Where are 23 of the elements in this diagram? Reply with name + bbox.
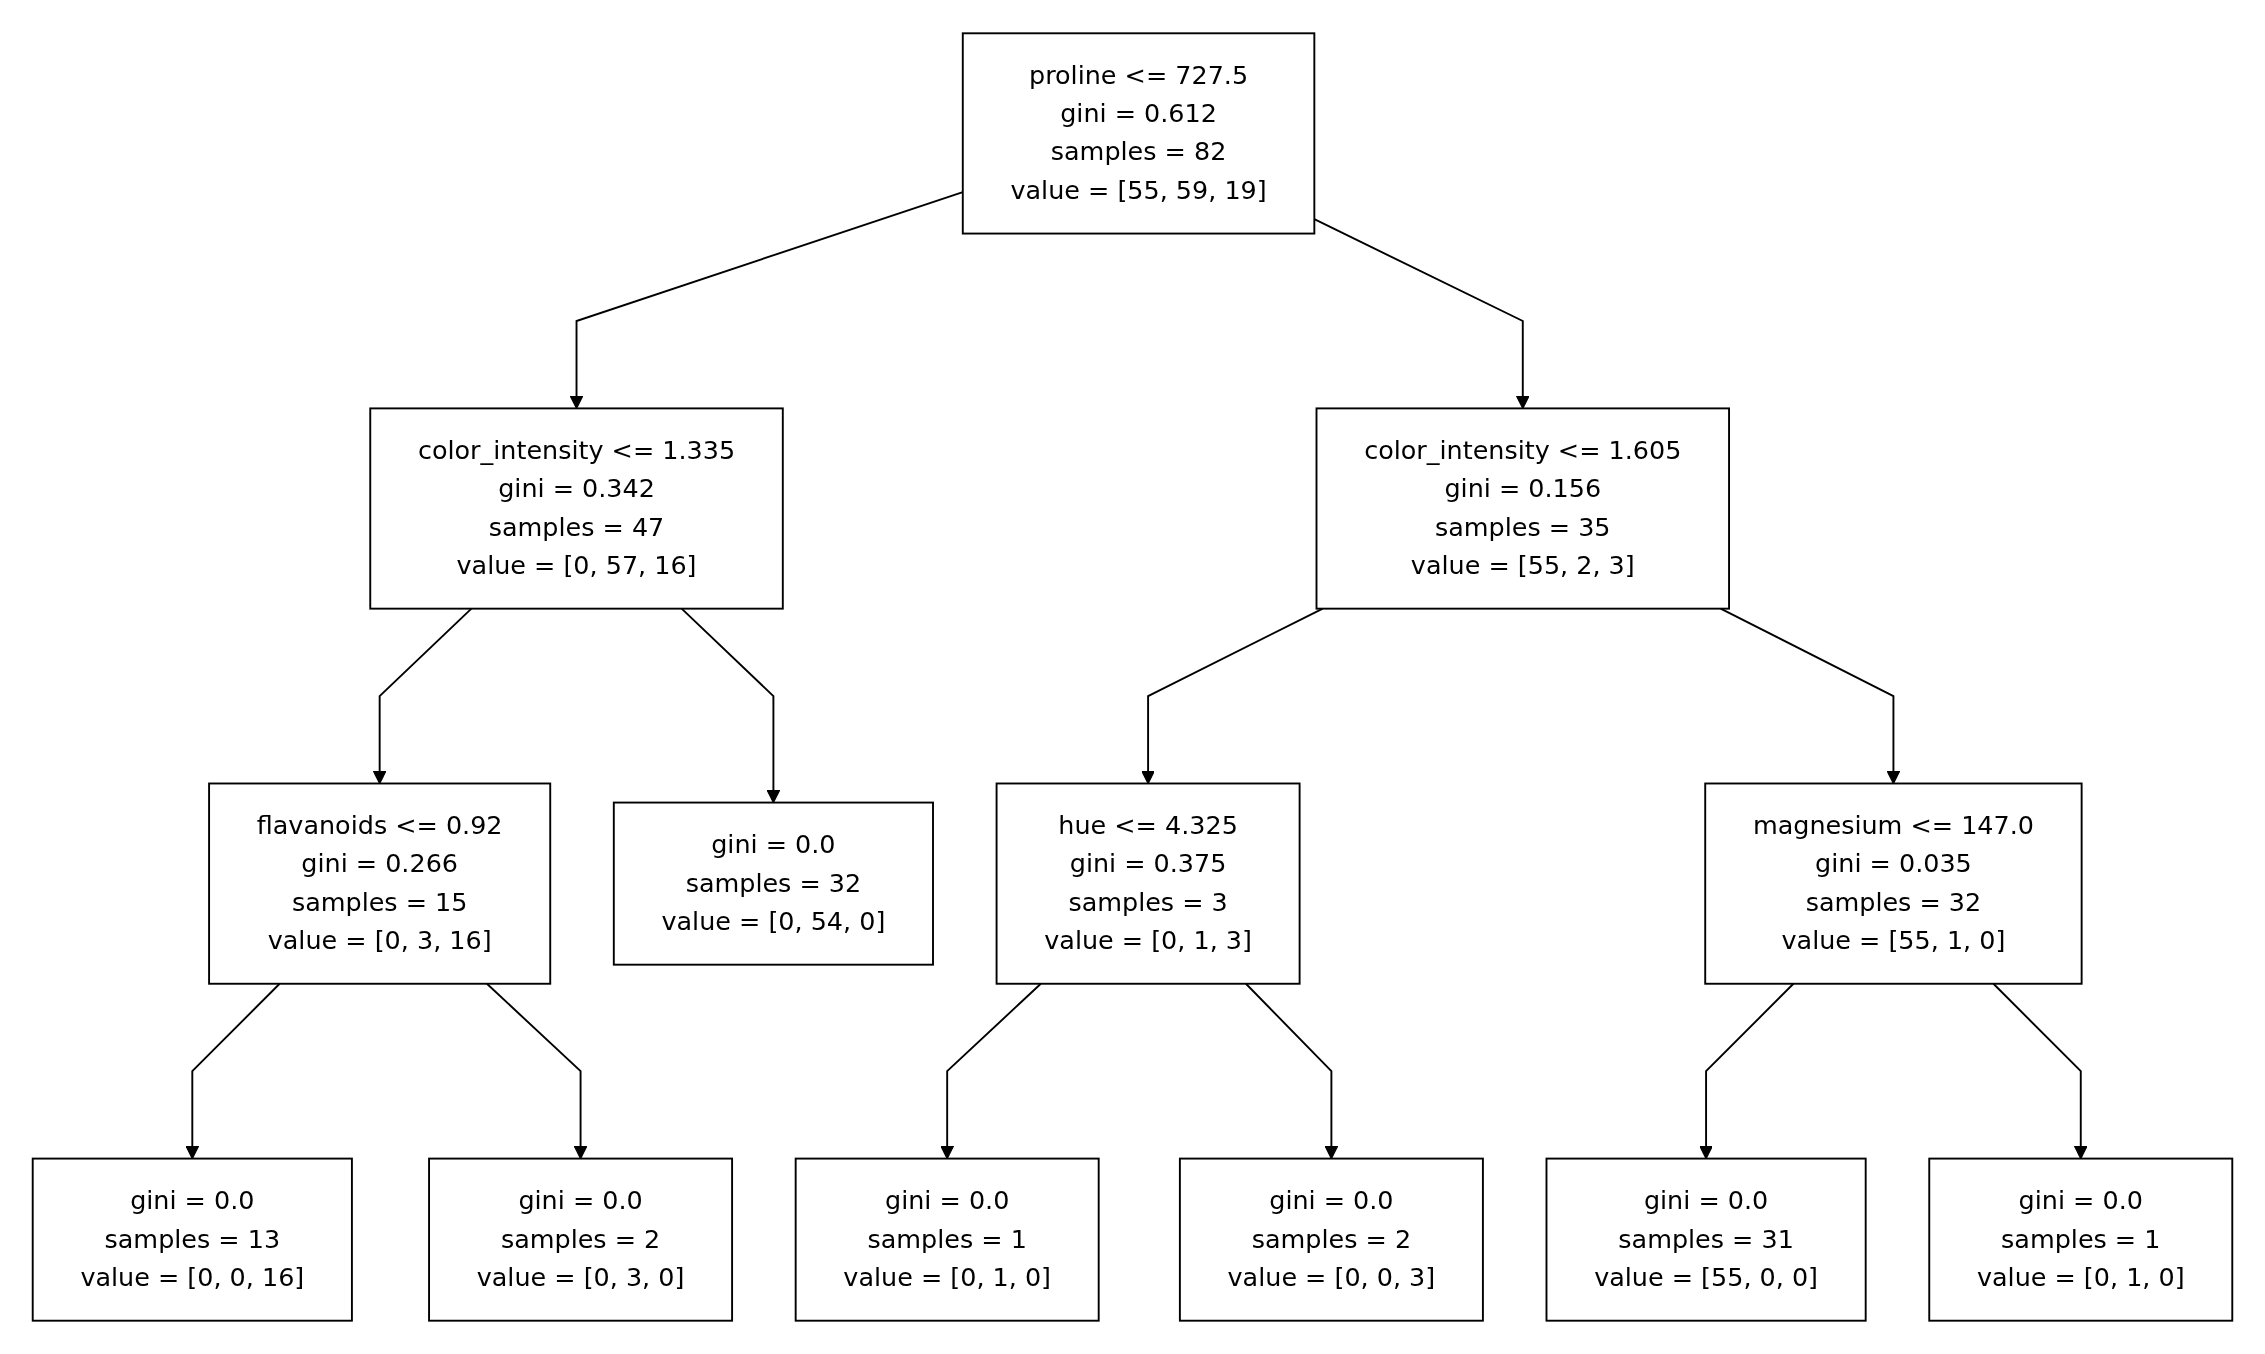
node-box: gini = 0.0 samples = 1 value = [0, 1, 0] — [1928, 1157, 2234, 1322]
node-box: hue <= 4.325 gini = 0.375 samples = 3 value = [0, 1, 3] — [995, 782, 1301, 985]
arrow — [1992, 982, 2088, 1160]
node-box: color_intensity <= 1.605 gini = 0.156 samples = 35 value = [55, 2, 3] — [1315, 407, 1730, 610]
node-box: gini = 0.0 samples = 2 value = [0, 3, 0] — [428, 1157, 734, 1322]
arrow — [1245, 982, 1339, 1160]
node-box: gini = 0.0 samples = 2 value = [0, 0, 3] — [1178, 1157, 1484, 1322]
node-box: gini = 0.0 samples = 32 value = [0, 54, 0] — [612, 801, 934, 966]
node-box: color_intensity <= 1.335 gini = 0.342 samples = 47 value = [0, 57, 16] — [369, 407, 784, 610]
node-box: gini = 0.0 samples = 13 value = [0, 0, 16] — [31, 1157, 353, 1322]
arrow — [1719, 607, 1901, 785]
arrow — [372, 607, 473, 785]
arrow — [940, 982, 1042, 1160]
node-box: gini = 0.0 samples = 1 value = [0, 1, 0] — [794, 1157, 1100, 1322]
arrow — [1699, 982, 1795, 1160]
node-box: gini = 0.0 samples = 31 value = [55, 0, 0] — [1545, 1157, 1867, 1322]
arrow — [185, 982, 281, 1160]
arrow — [680, 607, 781, 804]
arrow — [485, 982, 588, 1160]
arrow — [1141, 607, 1324, 785]
node-box: magnesium <= 147.0 gini = 0.035 samples = 32 value = [55, 1, 0] — [1704, 782, 2083, 985]
node-box: proline <= 727.5 gini = 0.612 samples = 82 value = [55, 59, 19] — [961, 32, 1316, 235]
node-box: flavanoids <= 0.92 gini = 0.266 samples = 15 value = [0, 3, 16] — [208, 782, 552, 985]
